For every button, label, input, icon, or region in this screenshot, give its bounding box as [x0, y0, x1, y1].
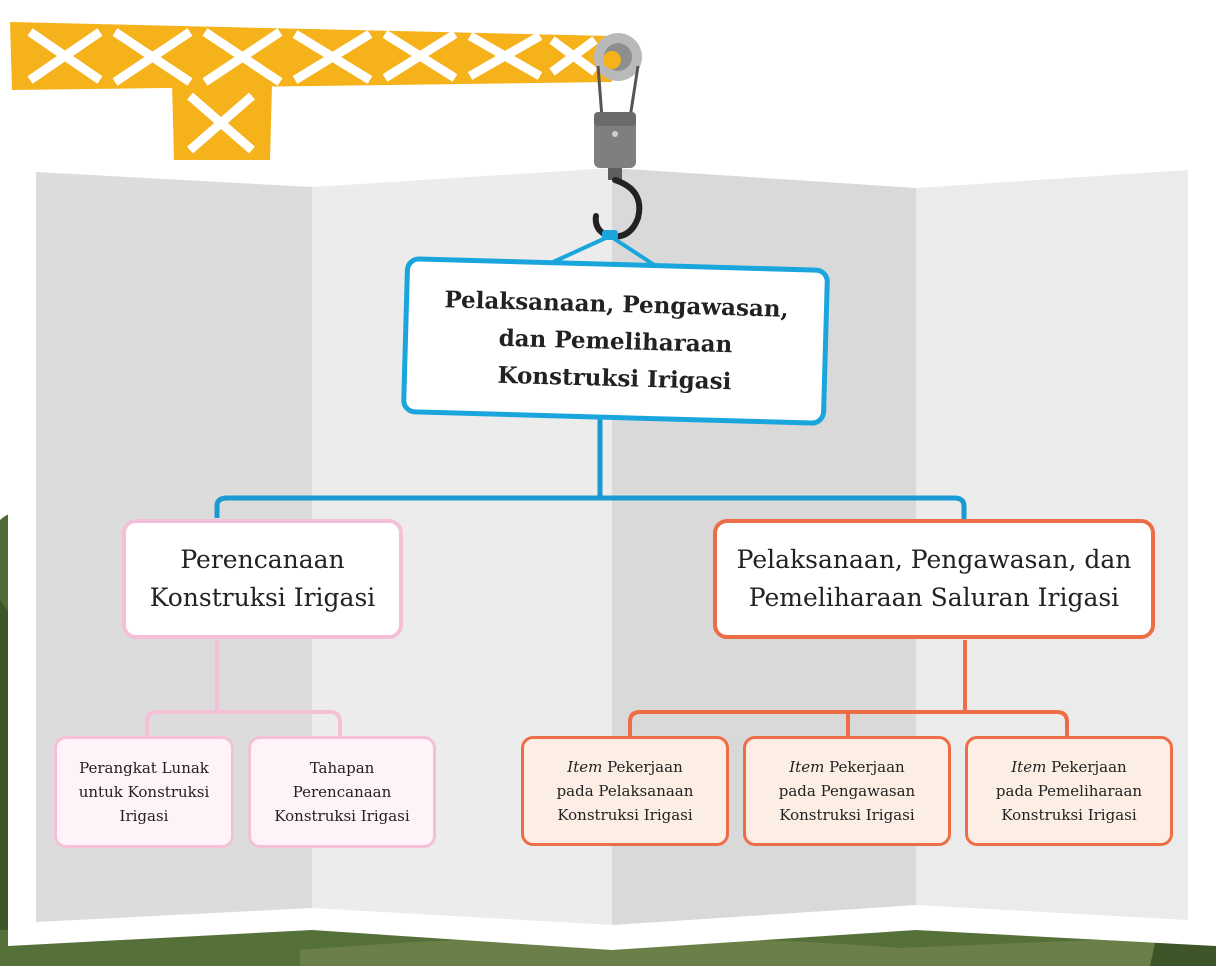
- execution-leaf-implementation: Item Pekerjaan pada Pelaksanaan Konstruk…: [521, 736, 729, 846]
- execution-leaf-maintenance: Item Pekerjaan pada Pemeliharaan Konstru…: [965, 736, 1173, 846]
- crane-pulley: [594, 33, 642, 119]
- leaf-line: Tahapan: [309, 759, 375, 777]
- leaf-line: Perencanaan: [292, 783, 392, 801]
- leaf-line: pada Pelaksanaan: [556, 782, 694, 800]
- planning-box: Perencanaan Konstruksi Irigasi: [122, 519, 403, 639]
- execution-line-1: Pelaksanaan, Pengawasan, dan: [736, 545, 1132, 574]
- planning-leaf-software: Perangkat Lunak untuk Konstruksi Irigasi: [54, 736, 234, 848]
- crane-hook: [592, 112, 643, 240]
- root-box: Pelaksanaan, Pengawasan, dan Pemeliharaa…: [400, 256, 831, 426]
- execution-leaf-supervision: Item Pekerjaan pada Pengawasan Konstruks…: [743, 736, 951, 846]
- leaf-italic: Item: [1011, 758, 1047, 776]
- leaf-line: pada Pengawasan: [778, 782, 916, 800]
- leaf-line: pada Pemeliharaan: [995, 782, 1143, 800]
- leaf-line: Irigasi: [119, 807, 169, 825]
- leaf-rest: Pekerjaan: [1046, 758, 1127, 776]
- leaf-line: Konstruksi Irigasi: [1001, 806, 1137, 824]
- execution-box: Pelaksanaan, Pengawasan, dan Pemeliharaa…: [713, 519, 1155, 639]
- leaf-line: Konstruksi Irigasi: [274, 807, 410, 825]
- leaf-line: Perangkat Lunak: [79, 759, 209, 777]
- leaf-line: untuk Konstruksi: [78, 783, 210, 801]
- planning-line-2: Konstruksi Irigasi: [149, 583, 376, 612]
- planning-line-1: Perencanaan: [180, 545, 345, 574]
- leaf-line: Item Pekerjaan: [557, 755, 694, 779]
- leaf-rest: Pekerjaan: [602, 758, 683, 776]
- leaf-line: Konstruksi Irigasi: [779, 806, 915, 824]
- leaf-line: Item Pekerjaan: [779, 755, 915, 779]
- leaf-line: Konstruksi Irigasi: [557, 806, 693, 824]
- execution-line-2: Pemeliharaan Saluran Irigasi: [748, 583, 1120, 612]
- leaf-italic: Item: [567, 758, 603, 776]
- leaf-line: Item Pekerjaan: [996, 755, 1142, 779]
- leaf-italic: Item: [789, 758, 825, 776]
- leaf-rest: Pekerjaan: [824, 758, 905, 776]
- crane-jib: [10, 22, 612, 160]
- planning-leaf-stages: Tahapan Perencanaan Konstruksi Irigasi: [248, 736, 436, 848]
- connector-lines: [145, 234, 1069, 740]
